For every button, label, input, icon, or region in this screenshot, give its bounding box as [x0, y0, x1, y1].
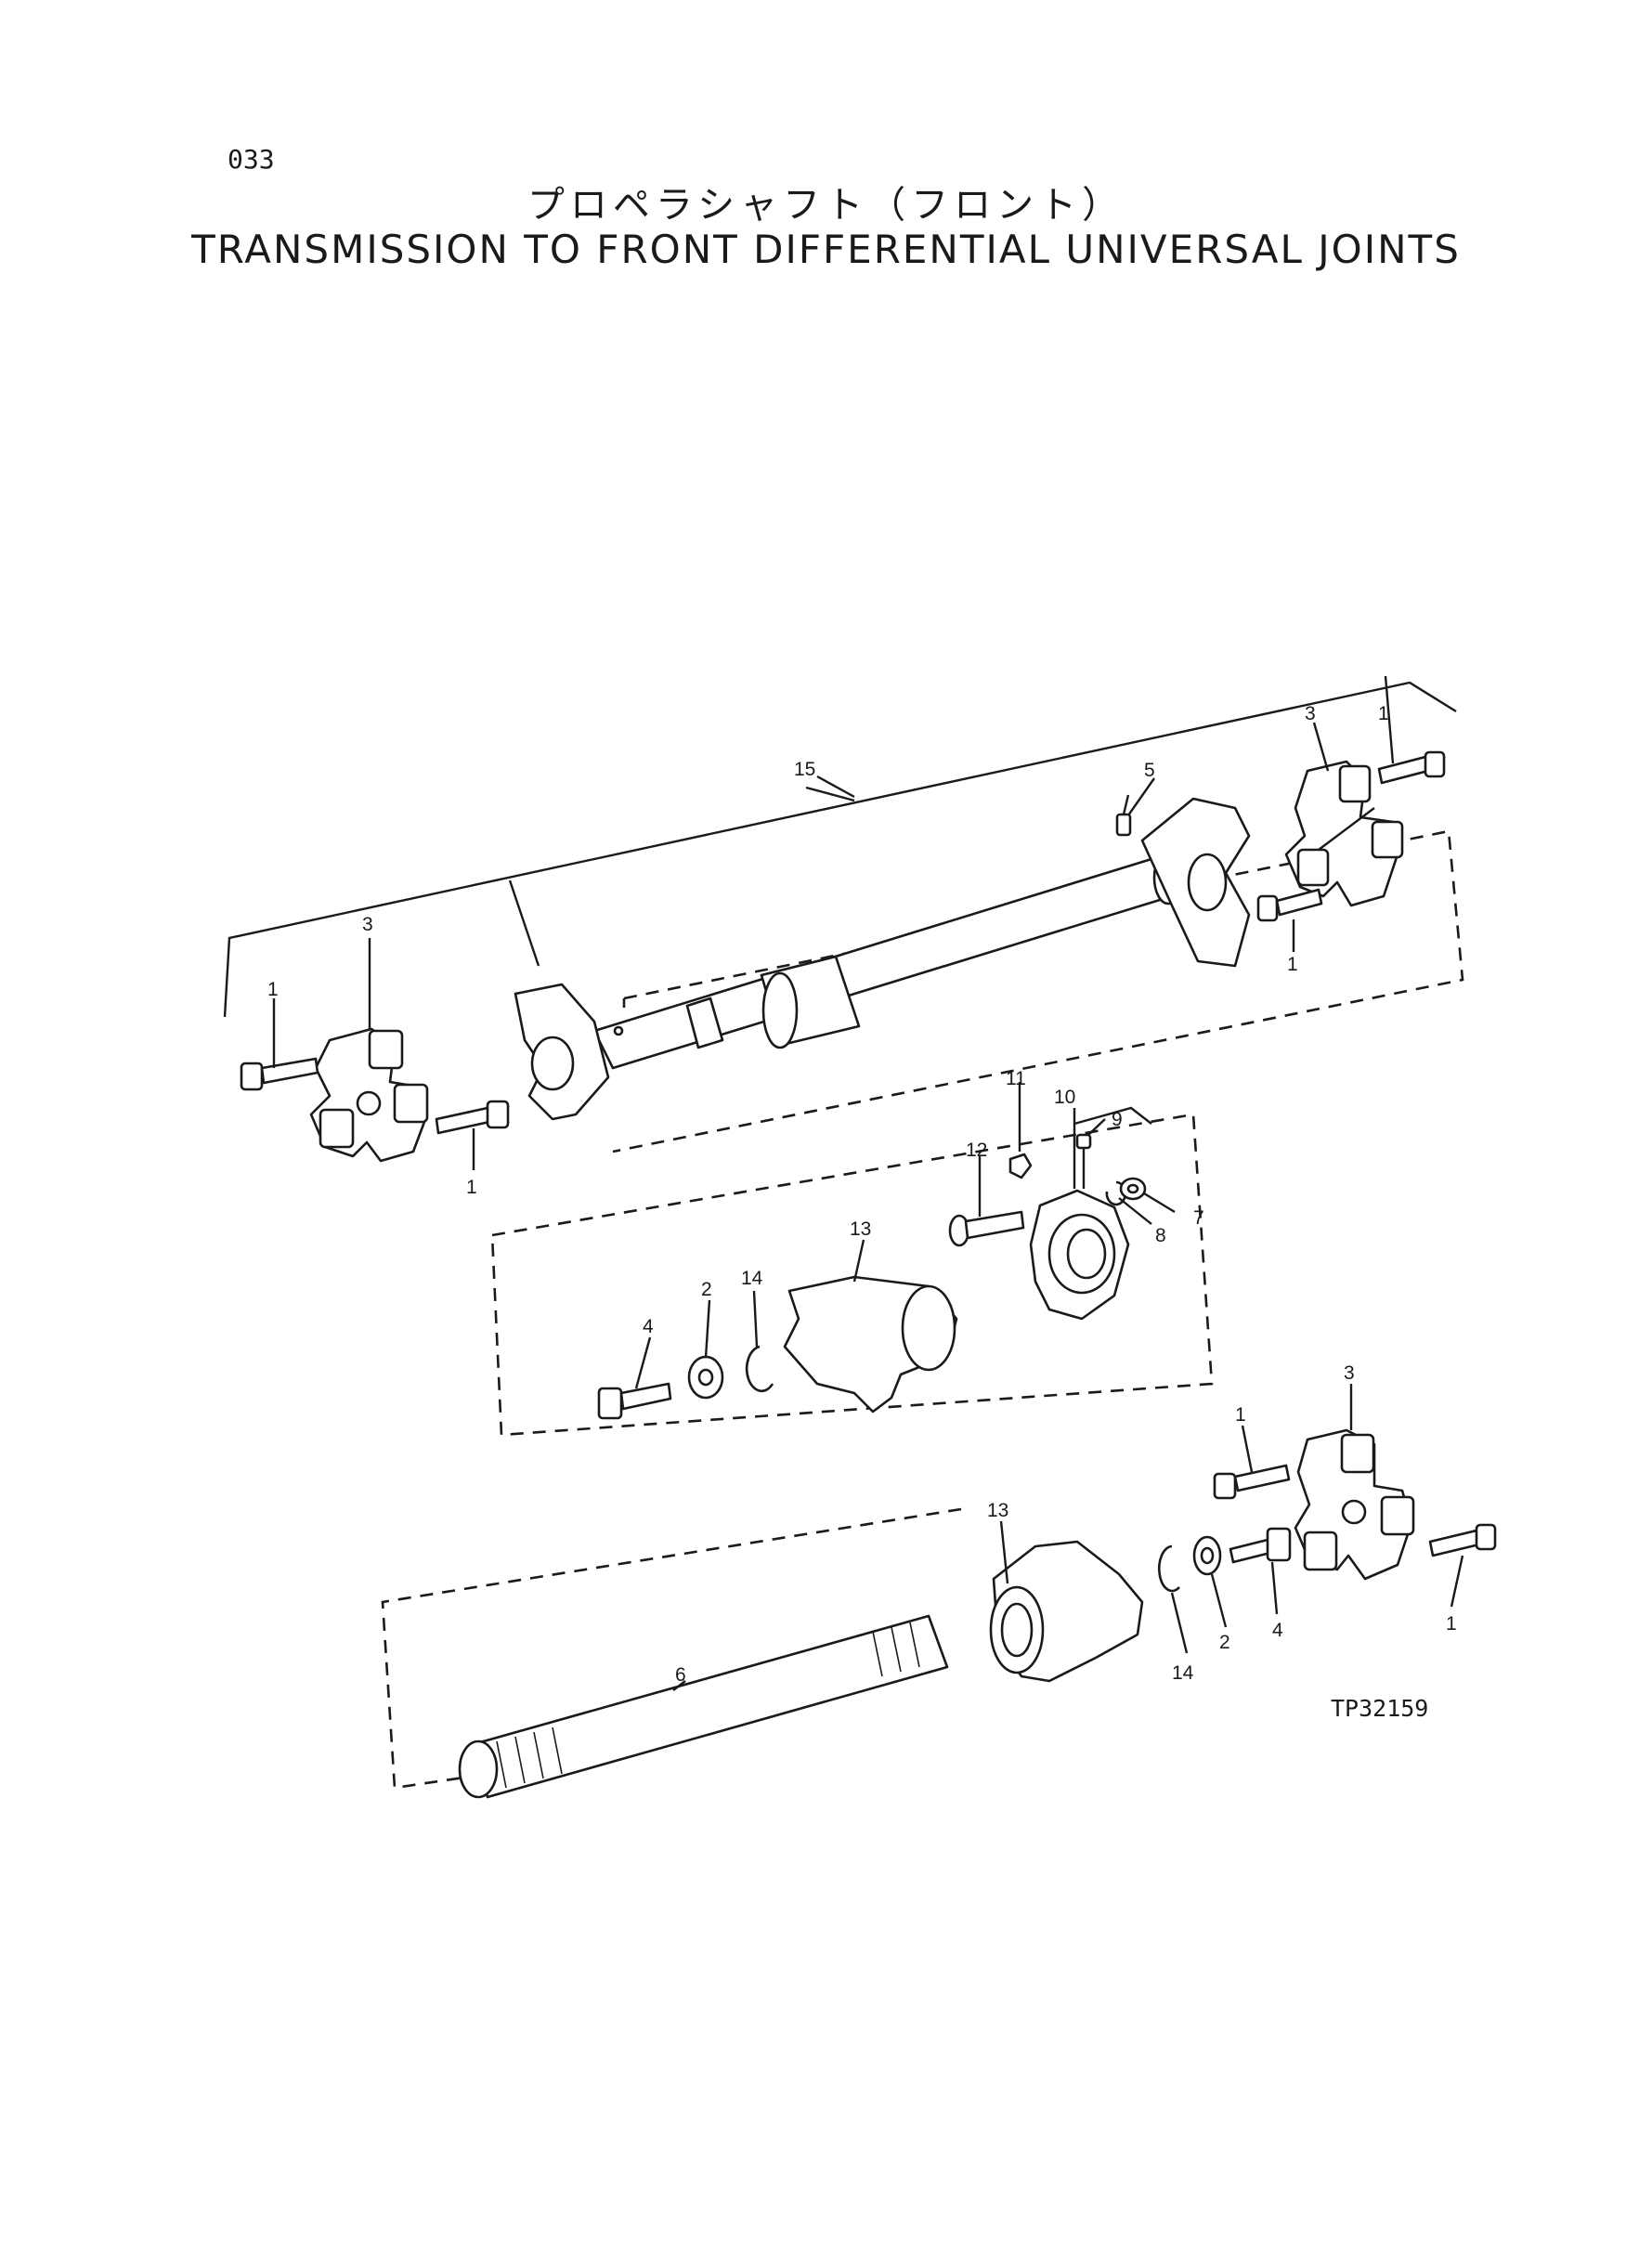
callout-12: 12: [966, 1140, 987, 1161]
bearing-support-10: [1029, 1189, 1130, 1321]
callout-13-middle: 13: [850, 1218, 871, 1240]
callout-14-middle: 14: [741, 1268, 763, 1289]
callout-5: 5: [1144, 760, 1155, 781]
callout-9: 9: [1112, 1109, 1123, 1130]
bracket-10-lines: [1073, 1106, 1152, 1126]
leader-lines: [272, 675, 1464, 1691]
assembly-bracket-15: [223, 681, 1457, 1018]
bolt-left-bottom: [435, 1100, 510, 1135]
bolt-12: [948, 1210, 1025, 1247]
callout-labels: 15 5 3 1 1 3 1 1 11 10 9 12 7 8 13 4 2 1…: [267, 703, 1457, 1686]
propeller-shaft: [514, 797, 1251, 1121]
bolt-right-mid: [1256, 888, 1323, 922]
callout-15: 15: [794, 759, 815, 780]
callout-3-bottom: 3: [1344, 1362, 1355, 1384]
callout-1-bottom-top: 1: [1235, 1404, 1246, 1426]
callout-1-right-mid: 1: [1287, 954, 1298, 975]
title-english: TRANSMISSION TO FRONT DIFFERENTIAL UNIVE…: [191, 227, 1461, 272]
callout-4-bottom: 4: [1272, 1620, 1283, 1641]
bolt-9: [1075, 1133, 1092, 1189]
callout-1-left-top: 1: [267, 979, 279, 1000]
title-japanese: プロペラシャフト（フロント）: [527, 184, 1125, 227]
universal-joint-bottom: [1294, 1428, 1415, 1581]
universal-joint-right-top: [1284, 760, 1404, 907]
snap-ring-14-middle: [745, 1345, 774, 1393]
callout-4-middle: 4: [643, 1316, 654, 1337]
nut-7: [1119, 1177, 1147, 1201]
callout-7: 7: [1193, 1207, 1204, 1229]
bolt-4-middle: [597, 1382, 672, 1420]
slip-yoke-13-bottom: [989, 1540, 1144, 1683]
bolt-left-top: [240, 1057, 319, 1091]
callout-1-right-top: 1: [1378, 703, 1389, 724]
callout-1-bottom-right: 1: [1446, 1613, 1457, 1635]
universal-joint-left: [309, 1027, 429, 1163]
callout-10: 10: [1054, 1087, 1075, 1108]
page-number: 033: [228, 144, 275, 175]
washer-2-bottom: [1192, 1535, 1222, 1576]
callout-3-right-top: 3: [1305, 703, 1316, 724]
dashed-group-lower: [381, 1507, 962, 1790]
callout-2-middle: 2: [701, 1279, 712, 1300]
callout-13-bottom: 13: [987, 1500, 1008, 1521]
bolt-bottom-right: [1428, 1523, 1497, 1557]
callout-1-left-bottom: 1: [466, 1177, 477, 1198]
dashed-group-middle: [490, 1113, 1214, 1437]
snap-ring-14-bottom: [1157, 1544, 1180, 1593]
grease-fitting-5: [1115, 794, 1132, 837]
figure-code: TP32159: [1331, 1695, 1428, 1722]
washer-2-middle: [687, 1355, 724, 1400]
callout-3-left: 3: [362, 914, 373, 935]
callout-2-bottom: 2: [1219, 1632, 1230, 1653]
callout-6: 6: [675, 1664, 686, 1686]
splined-shaft-6: [458, 1614, 949, 1799]
nut-11: [1008, 1153, 1033, 1179]
callout-8: 8: [1155, 1225, 1166, 1246]
dashed-group-upper: [612, 829, 1464, 1153]
bolt-right-top: [1377, 750, 1446, 785]
callout-14-bottom: 14: [1172, 1662, 1194, 1684]
bolt-4-bottom: [1229, 1527, 1292, 1564]
callout-11: 11: [1006, 1068, 1026, 1089]
bolt-bottom-top: [1213, 1464, 1291, 1500]
slip-yoke-13-middle: [783, 1275, 958, 1414]
